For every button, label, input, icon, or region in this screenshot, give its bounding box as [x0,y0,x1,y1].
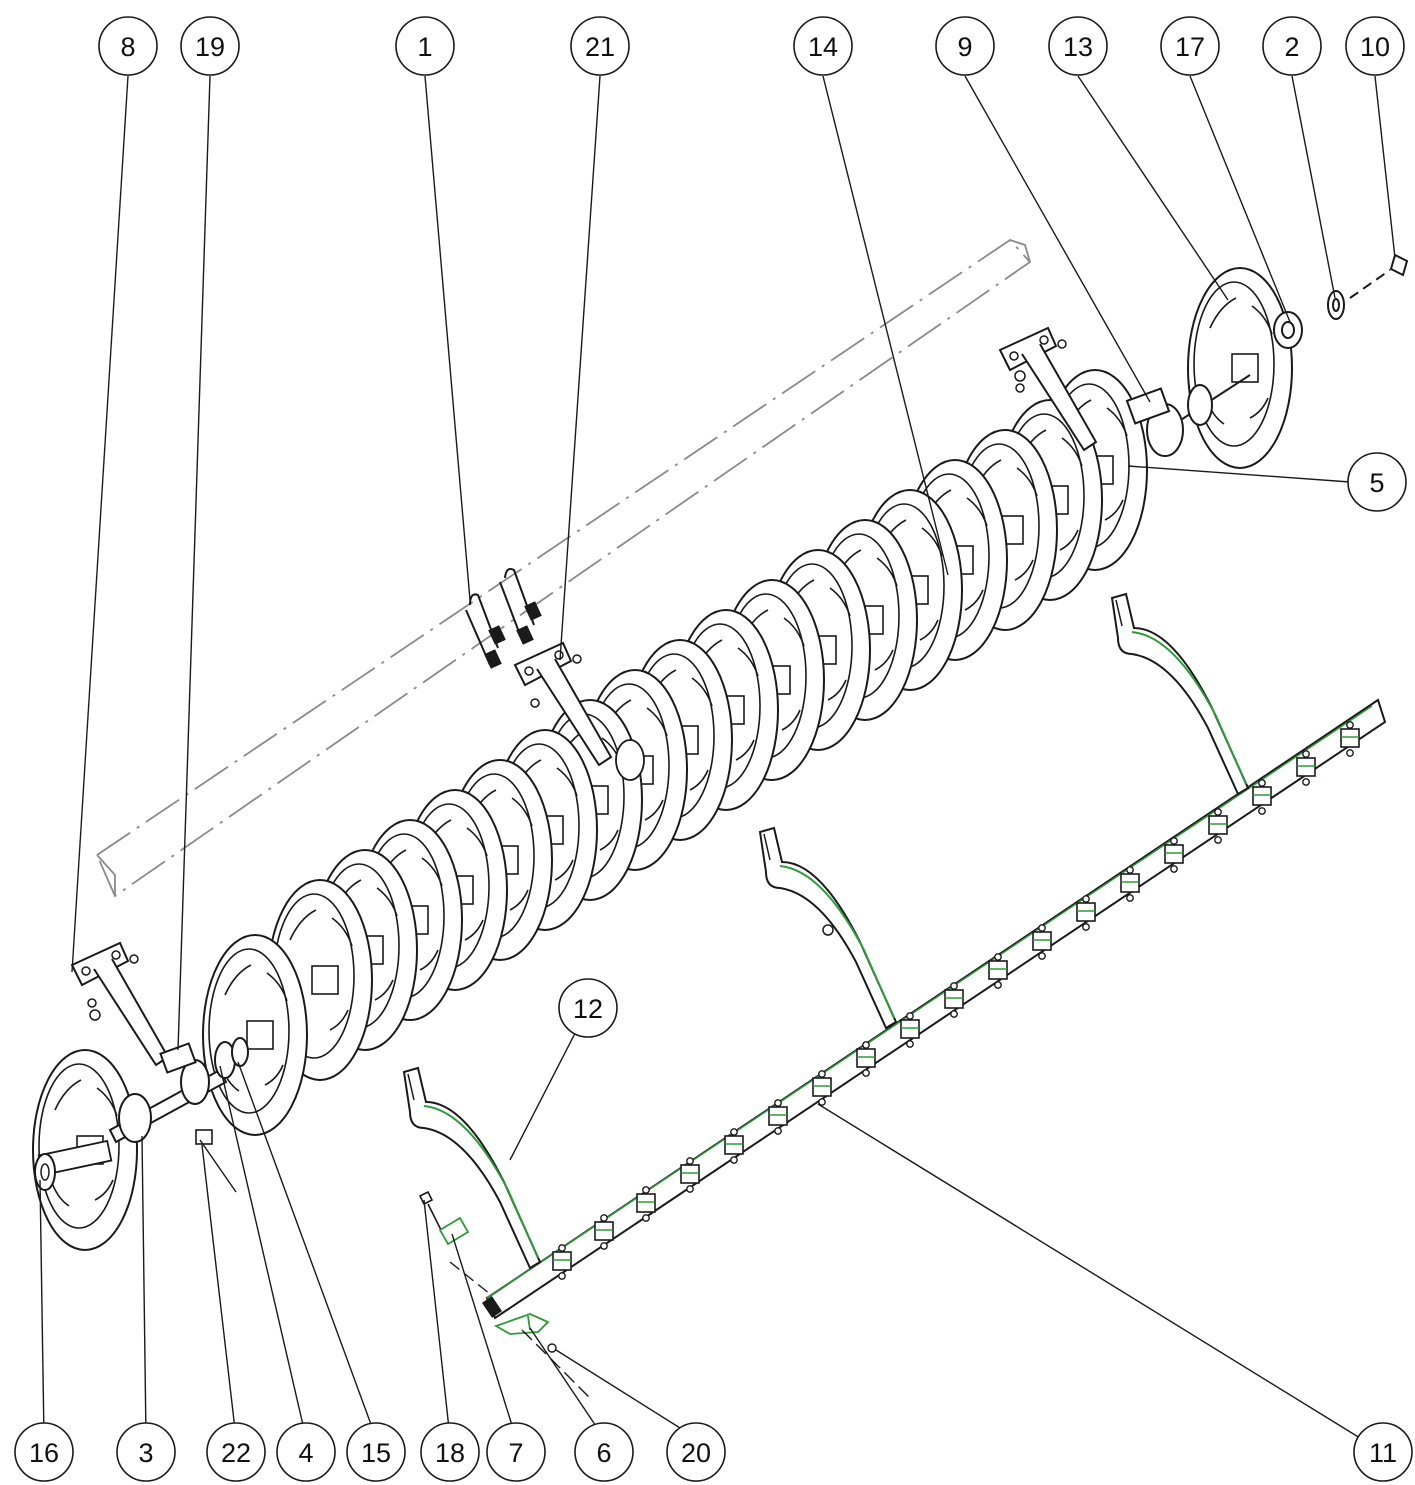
balloon-label: 1 [417,32,432,62]
balloon-circle [116,1422,176,1482]
balloon-label: 13 [1063,32,1093,62]
balloon-10: 10 [1345,16,1405,76]
balloon-circle [1262,16,1322,76]
balloon-11: 11 [1353,1422,1413,1482]
balloon-label: 8 [120,32,135,62]
balloon-circle [1353,1422,1413,1482]
phantom-frame-tube [95,238,1032,898]
balloon-label: 20 [681,1438,711,1468]
balloon-8: 8 [98,16,158,76]
balloon-label: 19 [195,32,225,62]
balloon-circle [98,16,158,76]
balloon-9: 9 [935,16,995,76]
balloon-circle [346,1422,406,1482]
balloon-circle [276,1422,336,1482]
balloon-18: 18 [420,1422,480,1482]
balloon-2: 2 [1262,16,1322,76]
shaft [108,253,1409,1144]
balloon-circle [1345,16,1405,76]
balloon-1: 1 [395,16,455,76]
balloon-circle [558,978,618,1038]
balloon-label: 3 [138,1438,153,1468]
balloon-label: 14 [808,32,838,62]
balloon-label: 18 [435,1438,465,1468]
balloon-12: 12 [558,978,618,1038]
balloon-16: 16 [14,1422,74,1482]
small-hardware [199,1139,591,1399]
balloon-label: 6 [596,1438,611,1468]
balloon-19: 19 [180,16,240,76]
balloon-17: 17 [1160,16,1220,76]
balloon-circle [1347,452,1407,512]
balloon-5: 5 [1347,452,1407,512]
balloon-label: 7 [508,1438,523,1468]
balloon-circle [206,1422,266,1482]
balloon-circle [486,1422,546,1482]
balloon-circle [180,16,240,76]
balloon-circle [935,16,995,76]
balloon-4: 4 [276,1422,336,1482]
balloon-label: 22 [221,1438,251,1468]
roller-disc-stack [267,369,1148,1081]
balloon-label: 2 [1284,32,1299,62]
balloon-circle [14,1422,74,1482]
scraper-rail [481,698,1387,1320]
balloon-circle [574,1422,634,1482]
balloon-label: 10 [1360,32,1390,62]
leader-lines [39,75,1396,1439]
balloon-circle [395,16,455,76]
end-disc-right [1187,267,1293,469]
balloon-circle [793,16,853,76]
balloon-21: 21 [570,16,630,76]
balloon-14: 14 [793,16,853,76]
bearing-bracket-right [999,327,1171,451]
balloon-22: 22 [206,1422,266,1482]
balloon-label: 4 [298,1438,313,1468]
balloon-label: 9 [957,32,972,62]
balloon-13: 13 [1048,16,1108,76]
u-bolt [465,568,542,669]
balloon-3: 3 [116,1422,176,1482]
balloon-7: 7 [486,1422,546,1482]
balloon-circle [570,16,630,76]
balloon-20: 20 [666,1422,726,1482]
balloon-label: 11 [1369,1438,1397,1468]
balloon-label: 16 [29,1438,59,1468]
balloon-circle [1048,16,1108,76]
balloon-circle [420,1422,480,1482]
balloon-label: 21 [585,32,615,62]
balloon-label: 12 [573,994,603,1024]
end-disc-left [32,934,308,1251]
balloon-label: 17 [1175,32,1205,62]
balloon-label: 5 [1369,468,1384,498]
balloon-15: 15 [346,1422,406,1482]
part-balloons: 8 19 1 21 14 9 13 17 2 10 5 12 16 3 22 4 15 18 7 6 20 11 [14,16,1413,1482]
balloon-circle [666,1422,726,1482]
balloon-6: 6 [574,1422,634,1482]
balloon-circle [1160,16,1220,76]
bearing-bracket-left [71,942,213,1145]
scraper-arm [403,593,1249,1269]
balloon-label: 15 [361,1438,391,1468]
bearing-bracket-mid [514,642,645,781]
